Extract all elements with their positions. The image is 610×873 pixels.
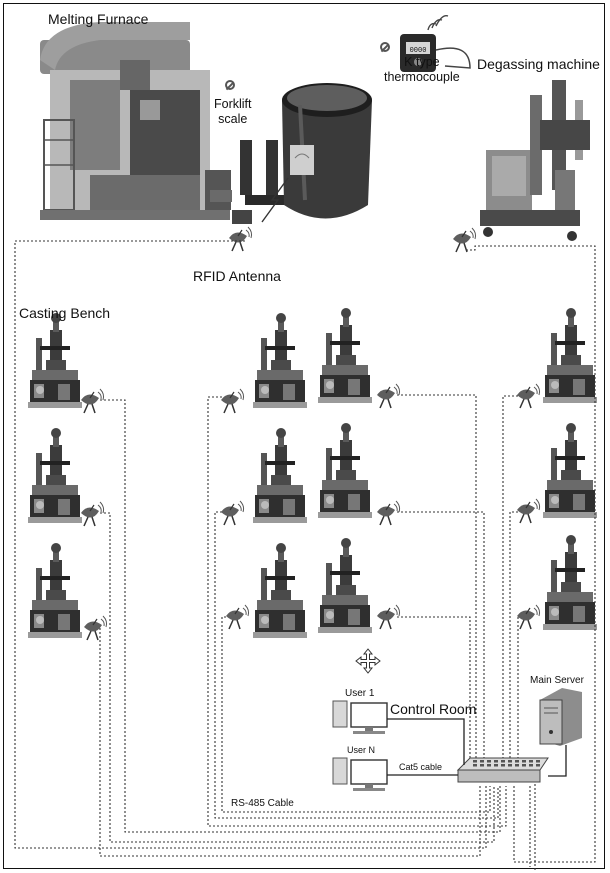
degassing-machine-label: Degassing machine xyxy=(477,56,600,72)
forklift-scale-label: Forklift scale xyxy=(214,97,252,127)
casting-bench-antenna-icon xyxy=(517,605,540,629)
switch-port xyxy=(494,764,498,767)
k-type-thermocouple-label: K type thermocouple xyxy=(384,55,460,85)
casting-bench-machine-icon xyxy=(543,423,597,518)
switch-port xyxy=(480,764,484,767)
casting-bench-antenna-icon xyxy=(517,384,540,408)
casting-bench-machine-icon xyxy=(28,428,82,523)
switch-port xyxy=(536,760,540,763)
casting-bench-antenna-icon xyxy=(81,389,104,413)
casting-bench-antenna-icon xyxy=(377,501,400,525)
casting-bench-machine-icon xyxy=(318,538,372,633)
casting-bench-machine-icon xyxy=(543,308,597,403)
rs485-cable-segment xyxy=(397,512,484,760)
switch-port xyxy=(487,760,491,763)
melting-furnace-label: Melting Furnace xyxy=(48,11,148,27)
rs485-cable-label: RS-485 Cable xyxy=(231,798,294,809)
casting-bench-machine-icon xyxy=(28,543,82,638)
switch-port xyxy=(515,764,519,767)
user-n-label: User N xyxy=(347,745,375,755)
melting-furnace-illustration xyxy=(40,22,231,220)
casting-bench-machine-icon xyxy=(318,423,372,518)
ladle-crucible-illustration xyxy=(282,83,372,219)
switch-port xyxy=(529,764,533,767)
casting-bench-label: Casting Bench xyxy=(19,305,110,321)
cat5-cable-user1 xyxy=(387,719,464,765)
switch-port xyxy=(529,760,533,763)
casting-bench-antenna-icon xyxy=(81,502,104,526)
rs485-cable-segment xyxy=(100,513,494,842)
rs485-cable-segment xyxy=(397,617,470,760)
casting-bench-antenna-icon xyxy=(221,389,244,413)
forbidden-icon-forklift xyxy=(225,80,235,90)
switch-port xyxy=(508,764,512,767)
degassing-machine-illustration xyxy=(480,80,590,241)
rs485-cable-segment xyxy=(15,241,486,848)
cat5-cable-label: Cat5 cable xyxy=(399,762,442,772)
move-cursor-icon xyxy=(356,649,380,673)
rs485-cable-segment xyxy=(100,628,480,856)
user-1-pc-icon xyxy=(333,701,387,734)
casting-bench-antenna-icon xyxy=(377,384,400,408)
network-switch-icon xyxy=(458,758,548,782)
casting-bench-machine-icon xyxy=(318,308,372,403)
thermocouple-display-text: 0000 xyxy=(410,47,427,55)
user-n-pc-icon xyxy=(333,758,387,791)
switch-port xyxy=(473,764,477,767)
switch-port xyxy=(480,760,484,763)
switch-port xyxy=(501,764,505,767)
casting-bench-machine-icon xyxy=(28,313,82,408)
switch-port xyxy=(501,760,505,763)
degassing-antenna-icon xyxy=(453,228,476,252)
switch-port xyxy=(536,764,540,767)
switch-port xyxy=(515,760,519,763)
casting-bench-machine-icon xyxy=(253,313,307,408)
switch-port xyxy=(494,760,498,763)
casting-bench-machine-icon xyxy=(543,535,597,630)
casting-bench-machine-icon xyxy=(253,428,307,523)
casting-bench-antenna-icon xyxy=(226,605,249,629)
casting-bench-machine-icon xyxy=(253,543,307,638)
control-room-label: Control Room xyxy=(390,701,476,717)
switch-port xyxy=(522,764,526,767)
rfid-antenna-label: RFID Antenna xyxy=(193,268,281,284)
casting-bench-antenna-icon xyxy=(517,499,540,523)
casting-bench-antenna-icon xyxy=(221,501,244,525)
user-1-label: User 1 xyxy=(345,688,374,699)
rfid-antenna-icon xyxy=(229,227,252,251)
server-cable xyxy=(548,745,566,776)
forbidden-icon-thermocouple xyxy=(380,42,390,52)
switch-port xyxy=(473,760,477,763)
switch-port xyxy=(508,760,512,763)
switch-port xyxy=(487,764,491,767)
switch-port xyxy=(522,760,526,763)
main-server-label: Main Server xyxy=(530,675,584,686)
rs485-cable-segment xyxy=(510,512,518,760)
casting-bench-antenna-icon xyxy=(377,605,400,629)
casting-bench-antenna-icon xyxy=(84,616,107,640)
main-server-icon xyxy=(540,688,582,746)
